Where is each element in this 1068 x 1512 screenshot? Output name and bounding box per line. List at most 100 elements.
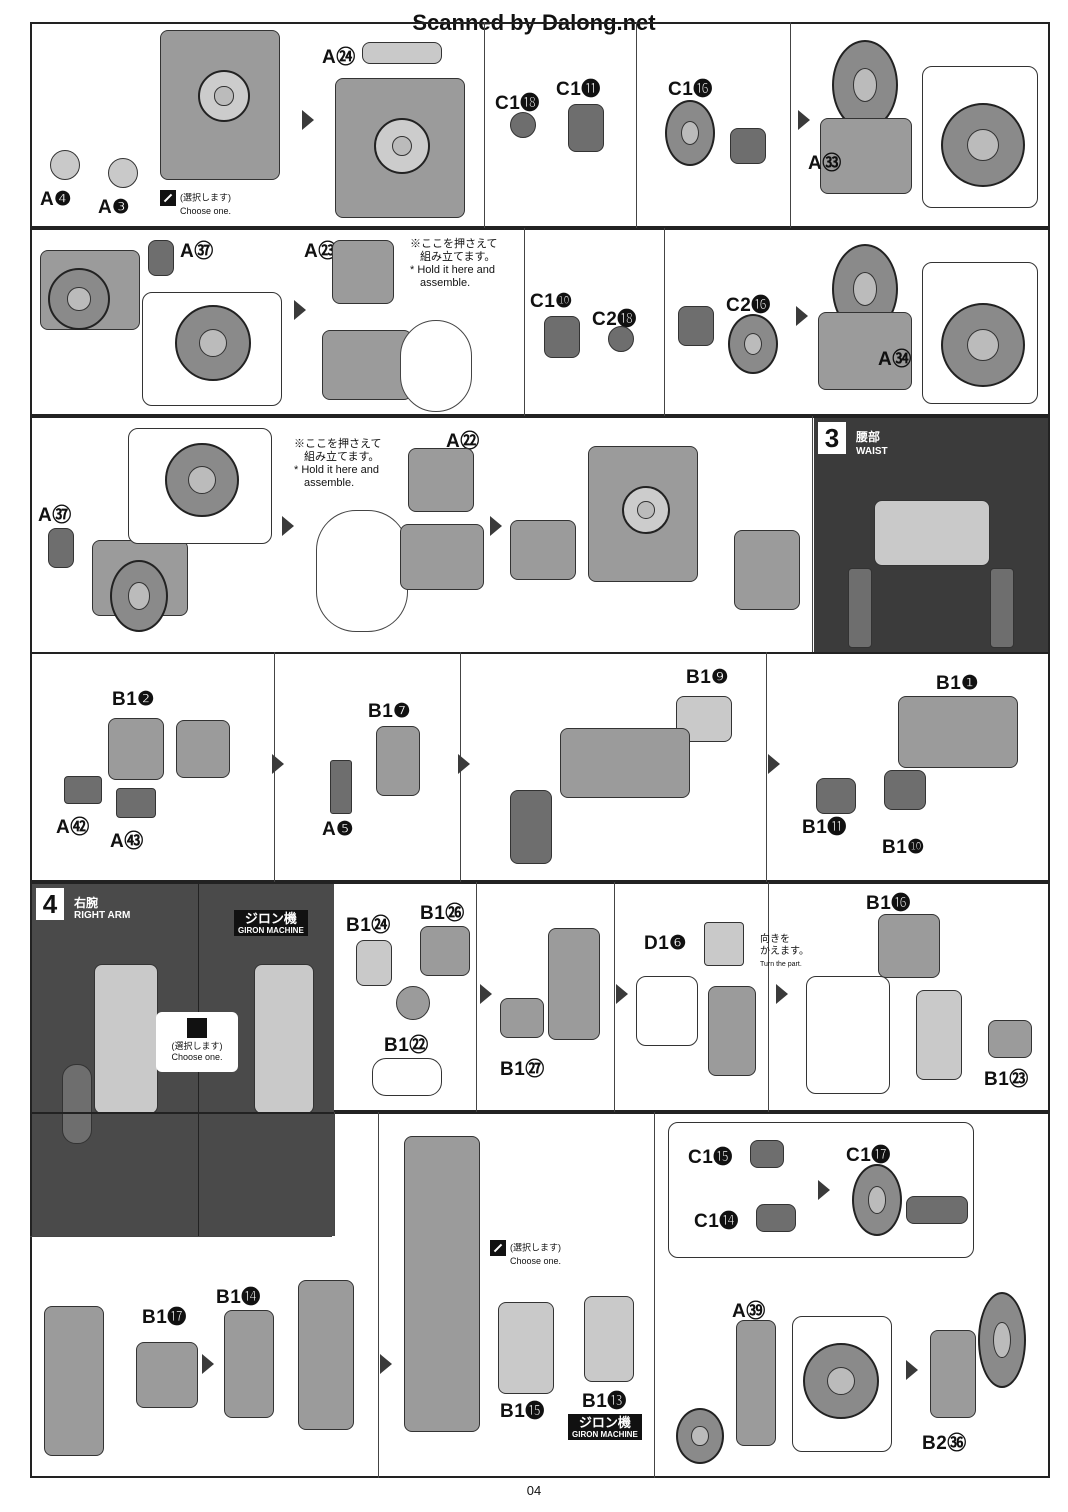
step-arrow xyxy=(302,110,314,130)
step-arrow xyxy=(906,1360,918,1380)
label-c111: C1⓫ xyxy=(556,79,601,100)
waist-leg-right xyxy=(990,568,1014,648)
foot-assembly-r3b xyxy=(400,524,484,590)
choose-one-icon xyxy=(160,190,176,206)
inset-wheel xyxy=(941,103,1025,187)
elbow-assembly xyxy=(548,928,600,1040)
label-a34: A㉞ xyxy=(878,349,912,370)
foot-wheel-r3 xyxy=(110,560,168,632)
label-c218: C2⓲ xyxy=(592,309,637,330)
shin-assembled xyxy=(510,790,552,864)
section-4-number: 4 xyxy=(36,888,64,920)
section-4-title-en: RIGHT ARM xyxy=(74,910,131,921)
wheel-c117 xyxy=(852,1164,902,1236)
step-arrow xyxy=(776,984,788,1004)
row-4-frame xyxy=(30,652,1050,882)
label-c216: C2⓰ xyxy=(726,295,771,316)
label-b110: B1❿ xyxy=(882,837,925,858)
choose-one-icon xyxy=(187,1018,207,1038)
cover-b236 xyxy=(930,1330,976,1418)
section-3-title-jp: 腰部 xyxy=(856,430,881,444)
label-c115: C1⓯ xyxy=(688,1147,733,1168)
label-a37-row2: A㊲ xyxy=(180,241,214,262)
clip-a37-r3 xyxy=(48,528,74,568)
joint-c218 xyxy=(608,326,634,352)
joint-c114 xyxy=(756,1204,796,1232)
step-arrow xyxy=(282,516,294,536)
label-a24: A㉔ xyxy=(322,47,356,68)
wheel-hand xyxy=(676,1408,724,1464)
waist-leg-left xyxy=(848,568,872,648)
joint-b126 xyxy=(420,926,470,976)
label-b17: B1❼ xyxy=(368,701,411,722)
row-6-frame xyxy=(30,1112,1050,1478)
label-a33: A㉝ xyxy=(808,153,842,174)
joint-b122 xyxy=(396,986,430,1020)
right-foot xyxy=(734,530,800,610)
detail-a39 xyxy=(792,1316,892,1452)
label-a5: A❺ xyxy=(322,819,354,840)
top-plate-a24 xyxy=(362,42,442,64)
label-b19: B1❾ xyxy=(686,667,729,688)
label-b117: B1⓱ xyxy=(142,1307,187,1328)
strip-a5 xyxy=(330,760,352,814)
inset-wheel xyxy=(941,303,1025,387)
label-c118: C1⓲ xyxy=(495,93,540,114)
step-arrow xyxy=(798,110,810,130)
plate-b127 xyxy=(500,998,544,1038)
knee-b12-left xyxy=(108,718,164,780)
label-b12: B1❷ xyxy=(112,689,155,710)
wheel-c216 xyxy=(728,314,778,374)
label-a37-row3: A㊲ xyxy=(38,505,72,526)
arm-preview-wheel-version xyxy=(94,964,158,1114)
arm-assembly-1 xyxy=(44,1306,104,1456)
cap-a4 xyxy=(50,150,80,180)
detail-d16 xyxy=(636,976,698,1046)
left-foot xyxy=(510,520,576,580)
label-a43: A㊸ xyxy=(110,831,144,852)
torso-socket xyxy=(198,70,250,122)
clip-b110 xyxy=(884,770,926,810)
step-arrow xyxy=(768,754,780,774)
row-2-frame xyxy=(30,228,1050,416)
label-a3: A❸ xyxy=(98,197,130,218)
detail-inset-1 xyxy=(922,66,1038,208)
step-arrow xyxy=(480,984,492,1004)
label-b236: B2㊱ xyxy=(922,1433,967,1454)
choose-one-note-2: (選択します)Choose one. xyxy=(490,1240,561,1267)
joint-c115 xyxy=(750,1140,784,1168)
clip-b111 xyxy=(816,778,856,814)
forearm-b113 xyxy=(584,1296,634,1382)
row-5-frame xyxy=(30,882,1050,1112)
detail-arm-turned xyxy=(806,976,890,1094)
inset-wheel xyxy=(175,305,251,381)
finger-illustration xyxy=(400,320,472,412)
hip-b11 xyxy=(898,696,1018,768)
plate-b117 xyxy=(136,1342,198,1408)
wheel-assembled xyxy=(832,40,898,130)
finger-illustration-2 xyxy=(316,510,408,632)
label-b127: B1㉗ xyxy=(500,1059,545,1080)
foot-wheel-left xyxy=(48,268,110,330)
label-b114: B1⓮ xyxy=(216,1287,261,1308)
bracket-a39 xyxy=(736,1320,776,1446)
step-arrow xyxy=(380,1354,392,1374)
foot-a33 xyxy=(820,118,912,194)
label-b116: B1⓰ xyxy=(866,893,911,914)
label-a4: A❹ xyxy=(40,189,72,210)
cover-b116 xyxy=(878,914,940,978)
knee-assembled xyxy=(560,728,690,798)
step-arrow xyxy=(294,300,306,320)
wedge-a42 xyxy=(64,776,102,804)
hinge-c2 xyxy=(678,306,714,346)
step-arrow xyxy=(616,984,628,1004)
label-b126: B1㉖ xyxy=(420,903,465,924)
section-waist-panel xyxy=(814,418,1048,652)
label-b122: B1㉒ xyxy=(384,1035,429,1056)
choose-one-note-1: (選択します)Choose one. xyxy=(160,190,231,217)
inset-wheel xyxy=(165,443,239,517)
torso-assembled-socket xyxy=(374,118,430,174)
